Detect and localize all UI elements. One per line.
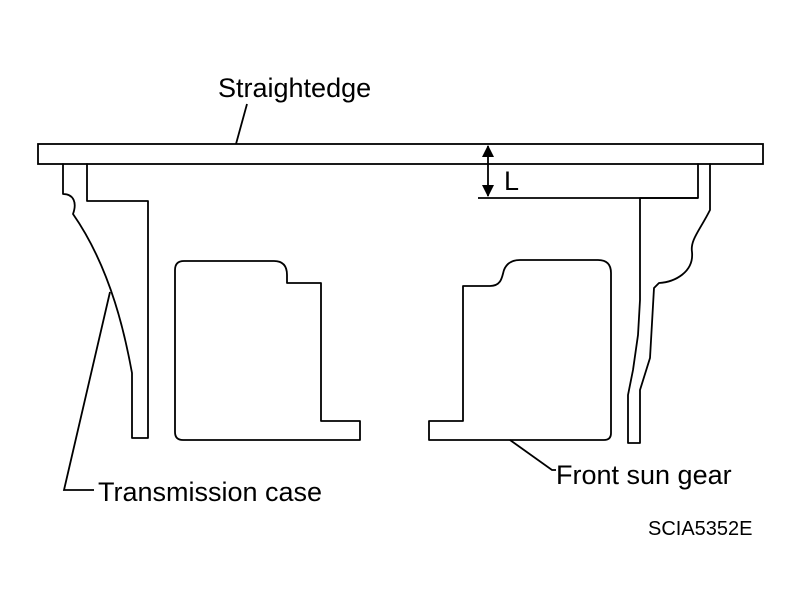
figure-code: SCIA5352E [648, 518, 753, 540]
transmission-case-left [62, 163, 149, 439]
front-sun-gear-left [174, 260, 361, 441]
straightedge-leader [235, 103, 248, 145]
transmission-case-right [627, 163, 711, 444]
front-sun-gear-right [428, 259, 612, 441]
straightedge-label: Straightedge [218, 73, 371, 103]
transmission-case-label: Transmission case [98, 477, 322, 507]
straightedge [37, 143, 764, 165]
front-sun-gear-label: Front sun gear [556, 460, 732, 490]
dimension-label: L [504, 166, 519, 196]
dimension-l [478, 145, 698, 199]
transmission-case-leader [62, 291, 111, 491]
front-sun-gear-leader [509, 439, 556, 471]
